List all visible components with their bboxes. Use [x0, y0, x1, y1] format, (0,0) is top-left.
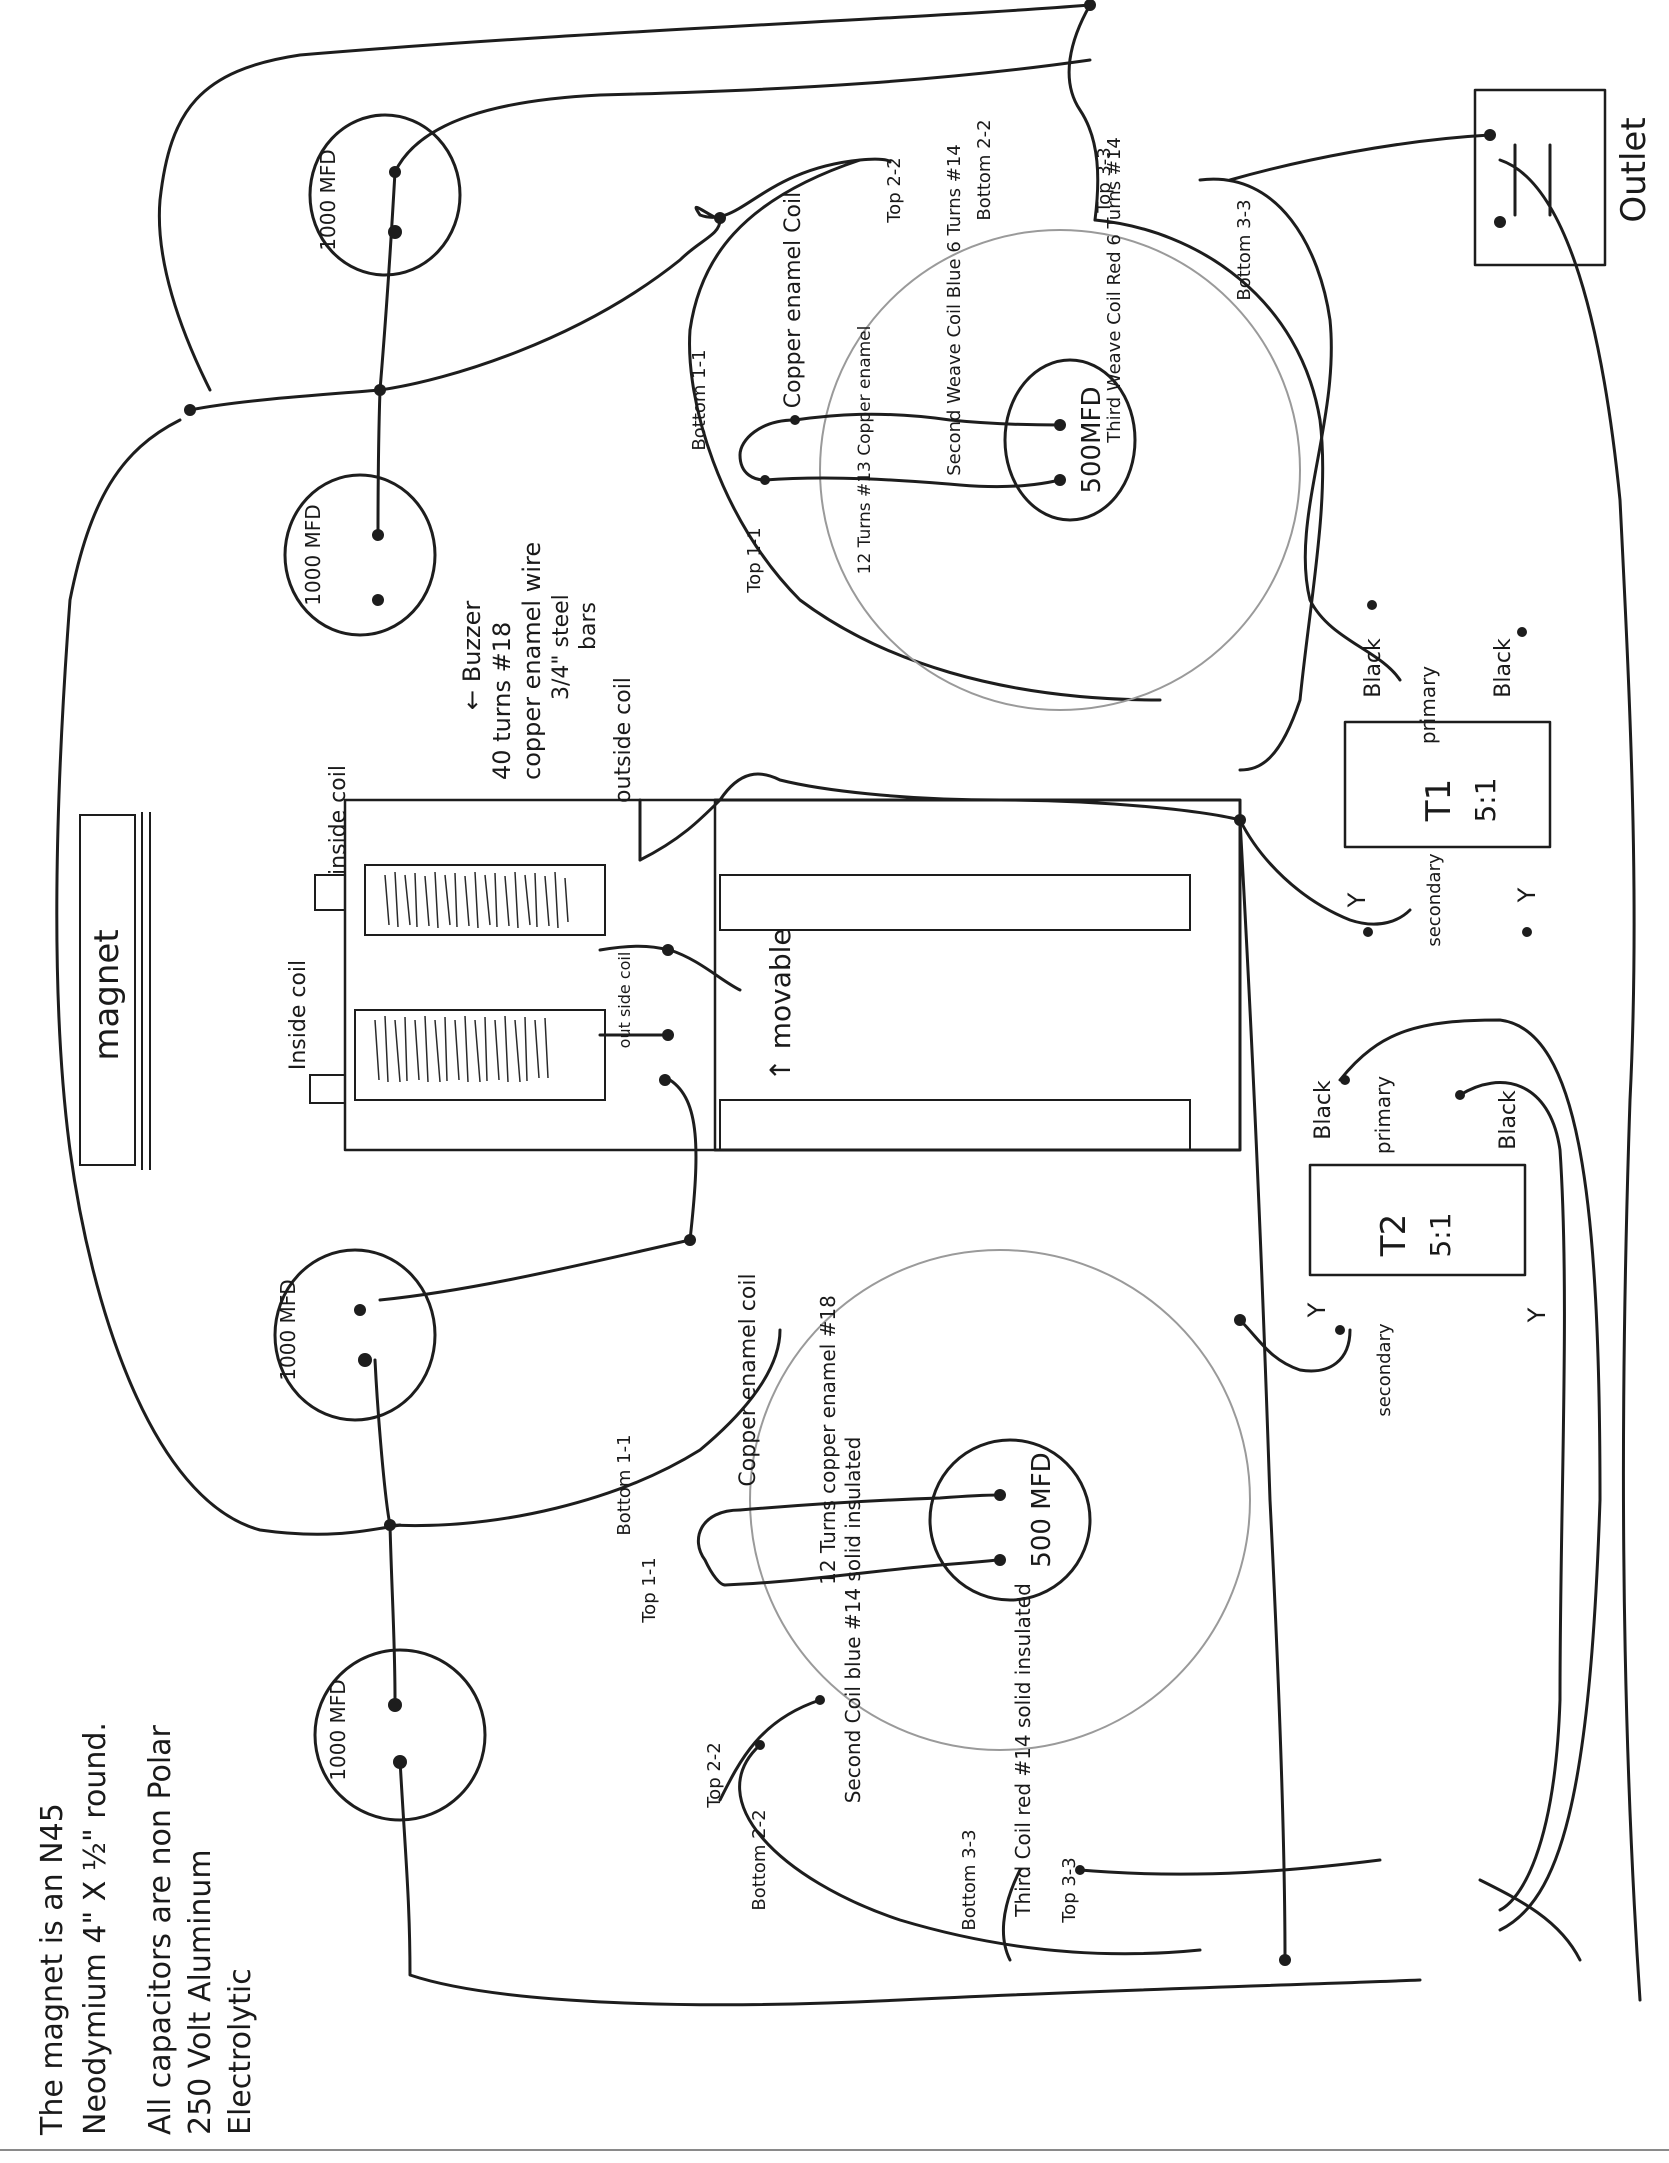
- inside-coil-label-bottom: Inside coil: [286, 960, 311, 1070]
- t1-y-b: Y: [1513, 887, 1541, 903]
- winding-bottom: [374, 1015, 549, 1083]
- buzzer-label-1: ← Buzzer: [458, 601, 486, 710]
- buzzer: ↑ movable inside coil Inside coil out si…: [286, 677, 1242, 1152]
- t1-primary: primary: [1416, 666, 1440, 744]
- t2-ratio: 5:1: [1424, 1212, 1457, 1257]
- coil-top-second-label: Second Weave Coil Blue 6 Turns #14: [944, 144, 965, 476]
- coil-bottom-top33: Top 3-3: [1059, 1857, 1080, 1924]
- coil-top-top11: Top 1-1: [744, 527, 765, 594]
- coil-bottom-top11: Top 1-1: [639, 1557, 660, 1624]
- t1-y-a: Y: [1343, 892, 1371, 908]
- coil-top-bottom22: Bottom 2-2: [974, 119, 995, 220]
- t1-secondary: secondary: [1424, 853, 1445, 947]
- winding-top: [384, 871, 569, 929]
- coil-bottom-bottom33: Bottom 3-3: [959, 1829, 980, 1930]
- cap-label: 1000 MFD: [301, 504, 325, 605]
- notes: The magnet is an N45 Neodymium 4" X ½" r…: [35, 1722, 258, 2136]
- outlet-label: Outlet: [1614, 117, 1654, 222]
- cap-label: 1000 MFD: [316, 149, 340, 250]
- coil-top-top22: Top 2-2: [884, 157, 905, 224]
- coil-top-bottom33: Bottom 3-3: [1234, 199, 1255, 300]
- coil-top-turns-label: 12 Turns #13 Copper enamel: [855, 326, 875, 575]
- t2-black-b: Black: [1496, 1090, 1521, 1150]
- wiring: [55, 3, 1642, 2007]
- outlet: Outlet: [1473, 88, 1654, 267]
- coil-top-top33: Top 3-3: [1094, 147, 1115, 214]
- coil-assembly-bottom: 500 MFD Copper enamel coil 12 Turns copp…: [614, 1249, 1251, 1931]
- t2-y-b: Y: [1523, 1307, 1551, 1323]
- coil-top-capacitor-label: 500MFD: [1077, 386, 1107, 493]
- t2-y-a: Y: [1303, 1302, 1331, 1318]
- coil-bottom-copper-label: Copper enamel coil: [736, 1273, 761, 1486]
- note-magnet-2: Neodymium 4" X ½" round.: [78, 1722, 113, 2135]
- coil-bottom-bottom22: Bottom 2-2: [749, 1809, 770, 1910]
- t2-primary: primary: [1371, 1076, 1395, 1154]
- capacitor-top-left: 1000 MFD: [283, 473, 437, 637]
- inside-coil-label-top: inside coil: [326, 765, 351, 875]
- buzzer-label-5: bars: [576, 602, 601, 650]
- outside-coil-label-small: out side coil: [615, 952, 634, 1049]
- wire-outer-left: [55, 418, 402, 1536]
- coil-bottom-third-label: Third Coil red #14 solid insulated: [1011, 1583, 1035, 1918]
- buzzer-label: ← Buzzer 40 turns #18 copper enamel wire…: [458, 542, 601, 780]
- coil-top-copper-label: Copper enamel Coil: [781, 192, 806, 408]
- note-caps-3: Electrolytic: [223, 1968, 258, 2135]
- coil-bottom-second-label: Second Coil blue #14 solid insulated: [841, 1437, 865, 1804]
- t2-name: T2: [1374, 1214, 1414, 1257]
- t1-ratio: 5:1: [1469, 777, 1502, 822]
- note-magnet-1: The magnet is an N45: [35, 1803, 70, 2136]
- buzzer-label-4: 3/4" steel: [549, 594, 574, 700]
- capacitor-top-right: 1000 MFD: [308, 113, 462, 277]
- capacitor-bottom-left: 1000 MFD: [313, 1648, 487, 1822]
- transformer-t2: T2 5:1 primary secondary Black Black Y Y: [1303, 1075, 1551, 1417]
- coil-top-third-label: Third Weave Coil Red 6 Turns #14: [1104, 137, 1125, 444]
- wire-outer-top: [157, 3, 1092, 392]
- coil-bottom-bottom11: Bottom 1-1: [614, 1434, 635, 1535]
- t2-secondary: secondary: [1374, 1323, 1395, 1417]
- note-caps-2: 250 Volt Aluminum: [183, 1849, 218, 2135]
- buzzer-label-2: 40 turns #18: [488, 622, 516, 780]
- capacitor-bottom-right: 1000 MFD: [273, 1248, 437, 1422]
- coil-bottom-top22: Top 2-2: [704, 1742, 725, 1809]
- coil-bottom-turns-label: 12 Turns copper enamel #18: [816, 1295, 840, 1585]
- t1-black-a: Black: [1361, 638, 1386, 698]
- magnet: magnet: [79, 812, 151, 1170]
- t1-black-b: Black: [1491, 638, 1516, 698]
- coil-top-bottom11: Bottom 1-1: [689, 349, 710, 450]
- movable-label: ↑ movable: [764, 928, 797, 1081]
- coil-bottom-capacitor-label: 500 MFD: [1027, 1452, 1057, 1567]
- coil-assembly-top: 500MFD Copper enamel Coil 12 Turns #13 C…: [689, 119, 1301, 711]
- outside-coil-label: outside coil: [611, 677, 636, 803]
- note-caps-1: All capacitors are non Polar: [143, 1724, 178, 2135]
- t2-black-a: Black: [1311, 1080, 1336, 1140]
- cap-label: 1000 MFD: [326, 1679, 350, 1780]
- transformer-t1: T1 5:1 primary secondary Black Black Y Y: [1343, 600, 1552, 947]
- buzzer-label-3: copper enamel wire: [518, 542, 546, 780]
- cap-label: 1000 MFD: [276, 1279, 300, 1380]
- t1-name: T1: [1419, 779, 1459, 822]
- magnet-label: magnet: [87, 929, 127, 1060]
